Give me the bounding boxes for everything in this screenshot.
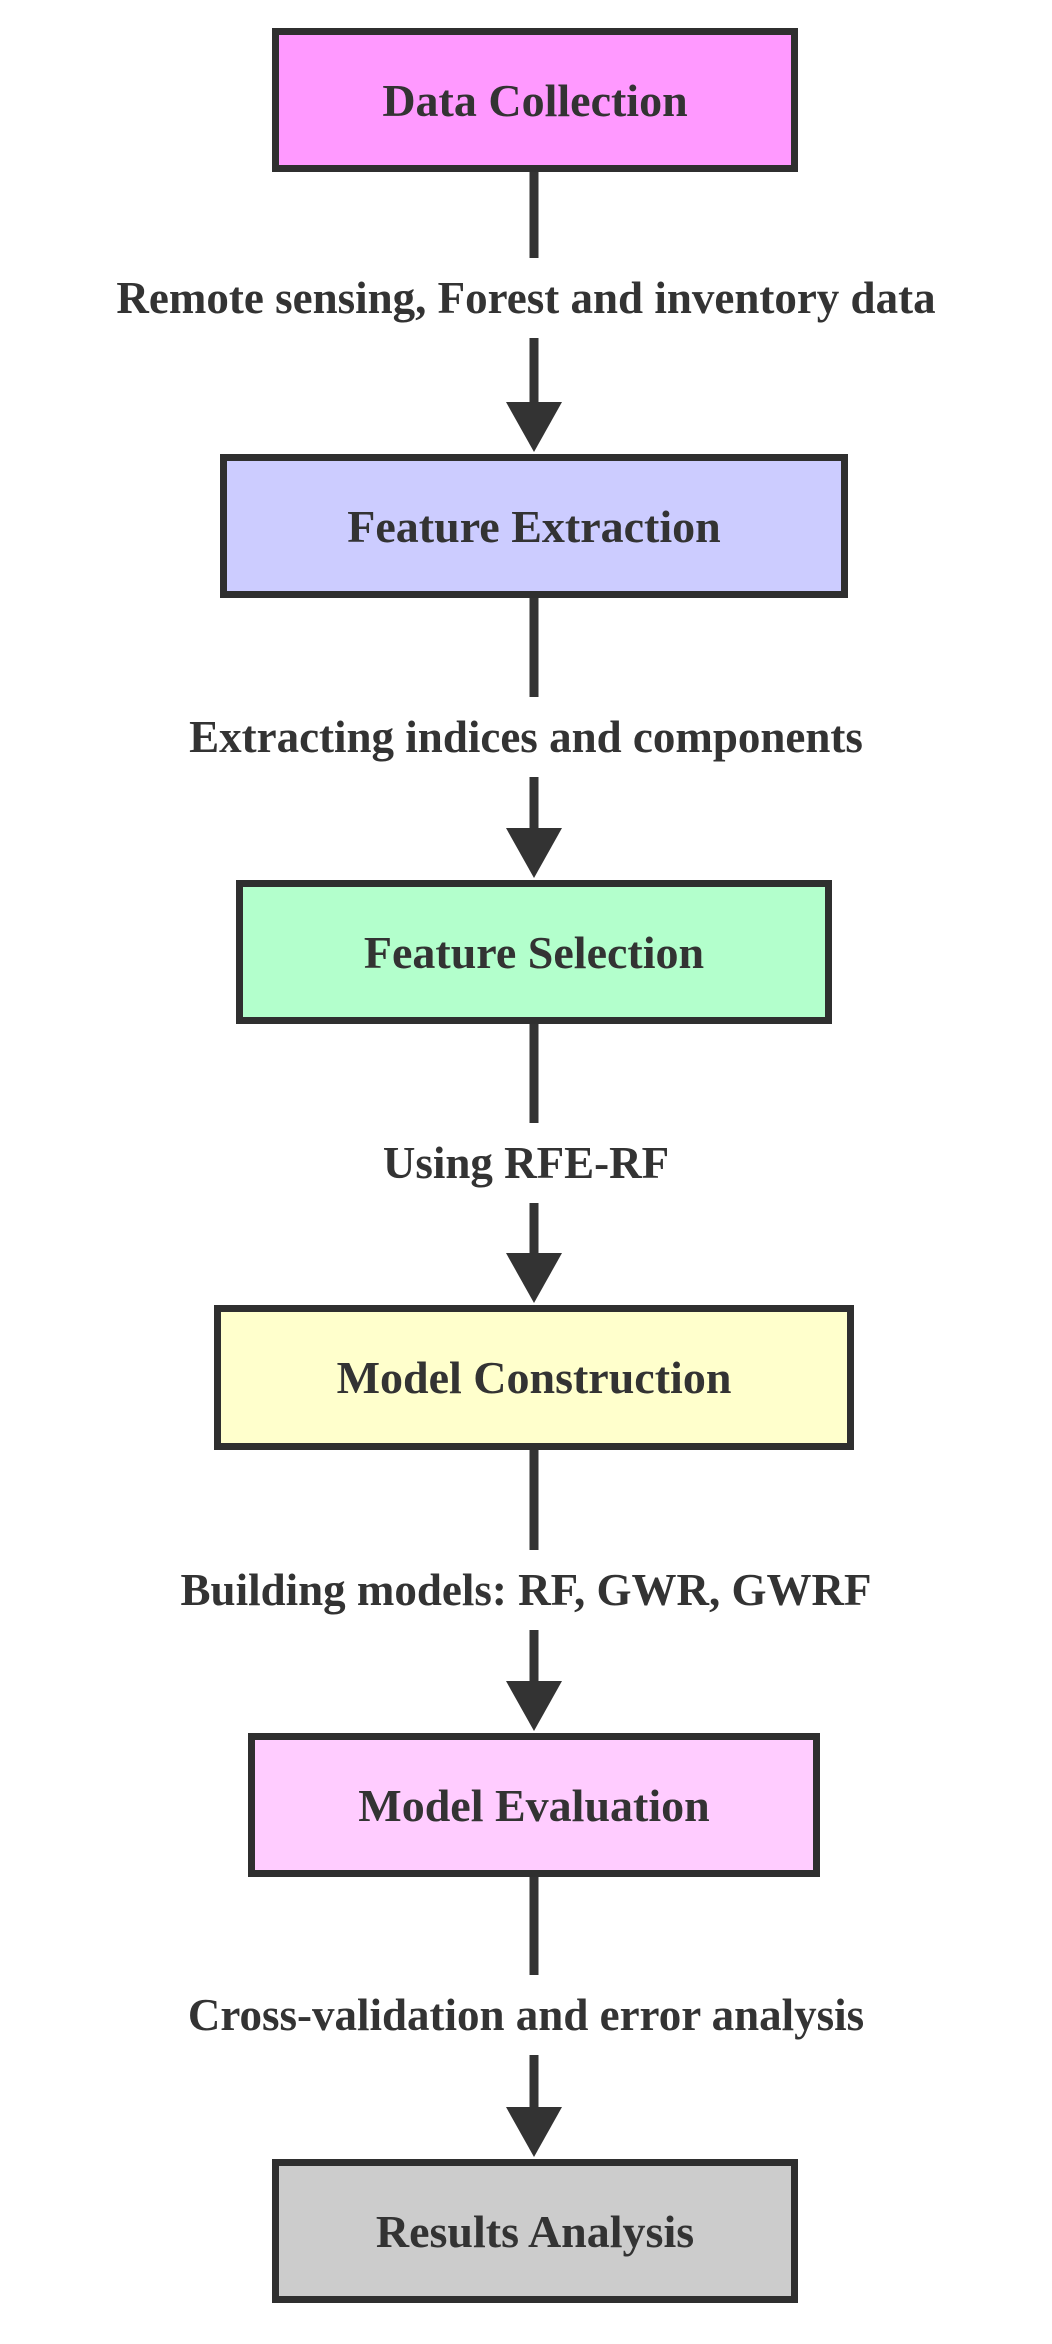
edge-label: Cross-validation and error analysis — [187, 1990, 865, 2040]
edge-label: Using RFE-RF — [382, 1138, 670, 1188]
node-feature-extraction: Feature Extraction — [220, 454, 848, 598]
connector-model-construction-to-model-evaluation — [506, 1450, 562, 1731]
edge-label: Building models: RF, GWR, GWRF — [180, 1565, 872, 1615]
arrowhead — [506, 1253, 562, 1303]
arrowhead — [506, 402, 562, 452]
node-data-collection: Data Collection — [272, 28, 798, 172]
connector-data-collection-to-feature-extraction — [506, 172, 562, 452]
node-model-construction: Model Construction — [214, 1305, 854, 1450]
node-feature-selection: Feature Selection — [236, 880, 832, 1024]
node-label: Results Analysis — [375, 2205, 695, 2257]
arrowhead — [506, 2107, 562, 2157]
connector-model-evaluation-to-results-analysis — [506, 1877, 562, 2157]
node-model-evaluation: Model Evaluation — [248, 1733, 820, 1877]
node-label: Model Evaluation — [358, 1779, 710, 1831]
connector-feature-extraction-to-feature-selection — [506, 598, 562, 878]
connector-feature-selection-to-model-construction — [506, 1024, 562, 1303]
node-results-analysis: Results Analysis — [272, 2159, 798, 2303]
node-label: Model Construction — [336, 1352, 732, 1403]
node-label: Data Collection — [382, 74, 688, 126]
node-label: Feature Selection — [363, 926, 705, 978]
node-label: Feature Extraction — [347, 500, 721, 552]
arrowhead — [506, 1681, 562, 1731]
edge-label: Extracting indices and components — [189, 712, 863, 762]
edge-label: Remote sensing, Forest and inventory dat… — [116, 273, 936, 323]
arrowhead — [506, 828, 562, 878]
